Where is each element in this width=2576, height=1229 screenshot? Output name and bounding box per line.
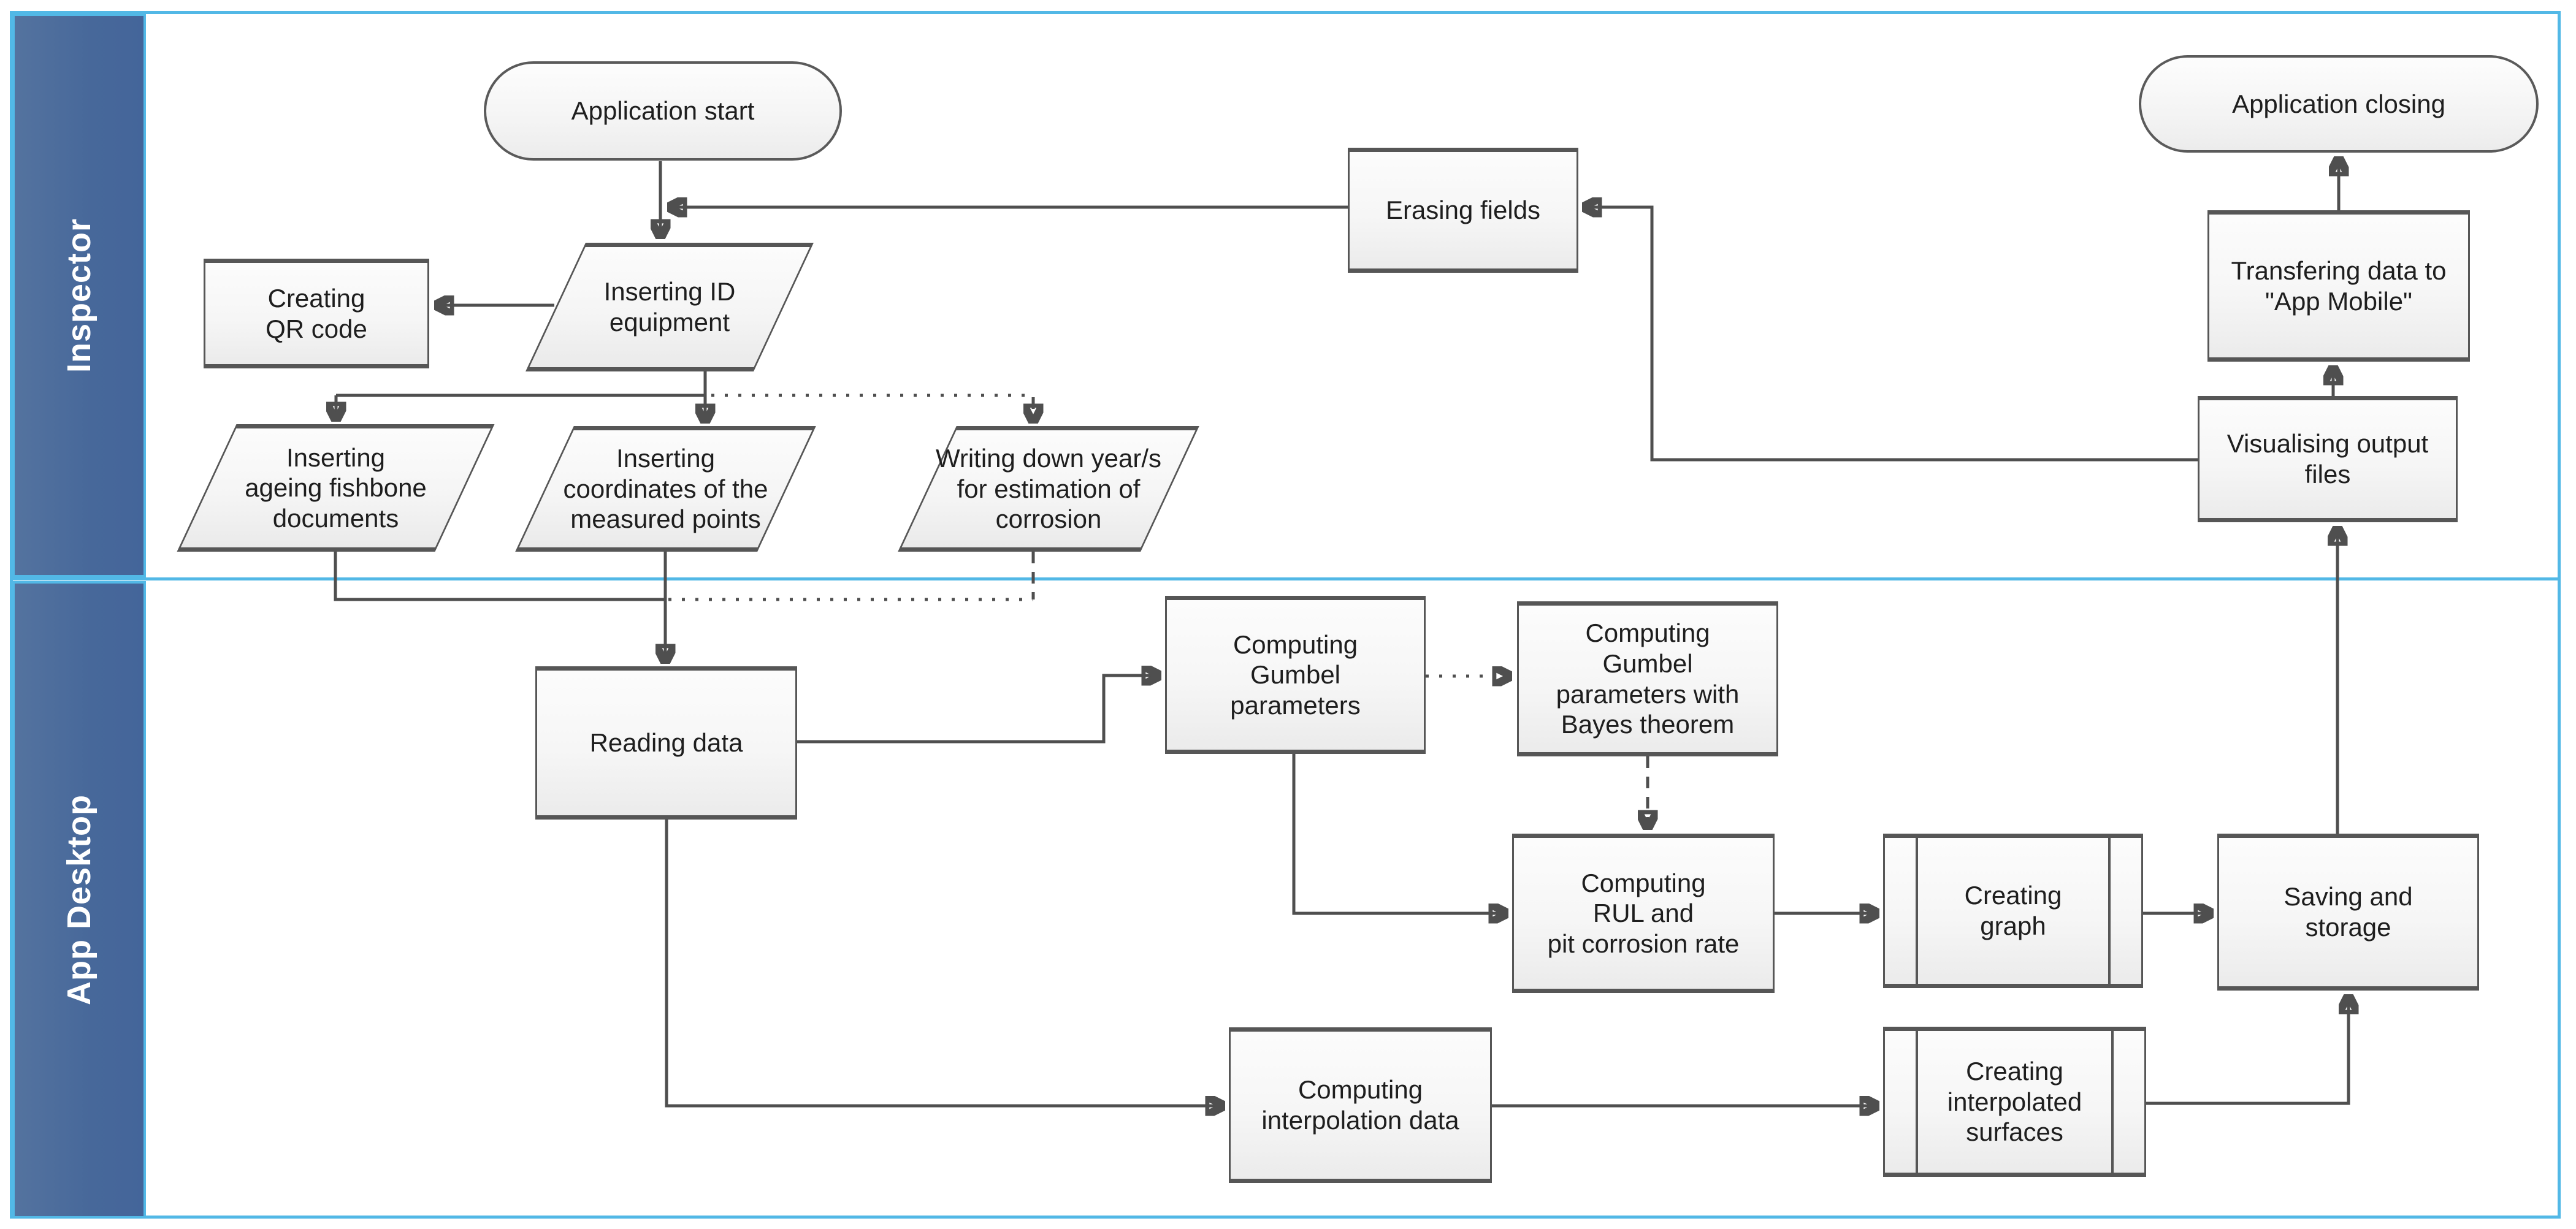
node-computing-interpolation: Computing interpolation data — [1229, 1027, 1492, 1183]
node-computing-gumbel-bayes: Computing Gumbel parameters with Bayes t… — [1517, 601, 1778, 756]
node-computing-rul-label: Computing RUL and pit corrosion rate — [1547, 868, 1740, 958]
node-erasing-fields-label: Erasing fields — [1385, 196, 1541, 225]
node-computing-gumbel: Computing Gumbel parameters — [1165, 596, 1426, 754]
node-creating-qr-code-label: Creating QR code — [266, 283, 367, 343]
predefined-process-bar — [2108, 838, 2111, 984]
node-inserting-id-equipment-label: Inserting ID equipment — [603, 277, 736, 337]
edge-reading-to-gumbel — [797, 675, 1159, 744]
edge-reading-to-interpolation — [665, 820, 1223, 1106]
node-application-start: Application start — [484, 61, 842, 161]
node-creating-graph-label: Creating graph — [1964, 881, 2062, 940]
node-saving-storage-label: Saving and storage — [2284, 882, 2413, 942]
predefined-process-bar — [1916, 838, 1918, 984]
lane-header-inspector: Inspector — [12, 13, 146, 577]
node-writing-down-years: Writing down year/s for estimation of co… — [895, 426, 1202, 552]
node-creating-qr-code: Creating QR code — [204, 259, 429, 368]
lane-divider — [12, 577, 2561, 580]
edge-gumbel-to-rul — [1292, 754, 1506, 913]
node-reading-data: Reading data — [535, 666, 797, 820]
node-writing-down-years-label: Writing down year/s for estimation of co… — [935, 444, 1162, 534]
node-visualising-output: Visualising output files — [2198, 396, 2458, 522]
node-creating-surfaces-label: Creating interpolated surfaces — [1947, 1057, 2082, 1147]
edge-fishbone-down — [334, 552, 665, 601]
edge-visualising-to-erasing — [1584, 207, 2198, 462]
predefined-process-bar — [2111, 1031, 2114, 1173]
node-visualising-output-label: Visualising output files — [2226, 429, 2429, 489]
node-computing-interpolation-label: Computing interpolation data — [1261, 1075, 1459, 1135]
node-creating-surfaces: Creating interpolated surfaces — [1883, 1027, 2146, 1177]
node-creating-graph: Creating graph — [1883, 834, 2143, 988]
node-computing-gumbel-label: Computing Gumbel parameters — [1230, 630, 1361, 720]
node-transfering-data-label: Transfering data to "App Mobile" — [2231, 256, 2447, 316]
node-transfering-data: Transfering data to "App Mobile" — [2207, 210, 2470, 362]
node-saving-storage: Saving and storage — [2217, 834, 2479, 991]
node-inserting-ageing-fishbone-label: Inserting ageing fishbone documents — [245, 443, 427, 533]
node-inserting-ageing-fishbone: Inserting ageing fishbone documents — [175, 424, 497, 552]
node-application-closing: Application closing — [2139, 55, 2539, 153]
node-inserting-id-equipment: Inserting ID equipment — [524, 243, 816, 371]
node-erasing-fields: Erasing fields — [1348, 148, 1578, 273]
node-computing-gumbel-bayes-label: Computing Gumbel parameters with Bayes t… — [1556, 618, 1740, 739]
node-application-closing-label: Application closing — [2232, 89, 2445, 118]
node-application-start-label: Application start — [571, 96, 755, 126]
node-computing-rul: Computing RUL and pit corrosion rate — [1512, 834, 1775, 993]
edge-surfaces-to-saving — [2146, 997, 2349, 1105]
node-reading-data-label: Reading data — [589, 728, 743, 758]
lane-header-app-desktop: App Desktop — [12, 581, 146, 1219]
predefined-process-bar — [1916, 1031, 1918, 1173]
node-inserting-coordinates: Inserting coordinates of the measured po… — [513, 426, 819, 552]
node-inserting-coordinates-label: Inserting coordinates of the measured po… — [563, 444, 768, 534]
